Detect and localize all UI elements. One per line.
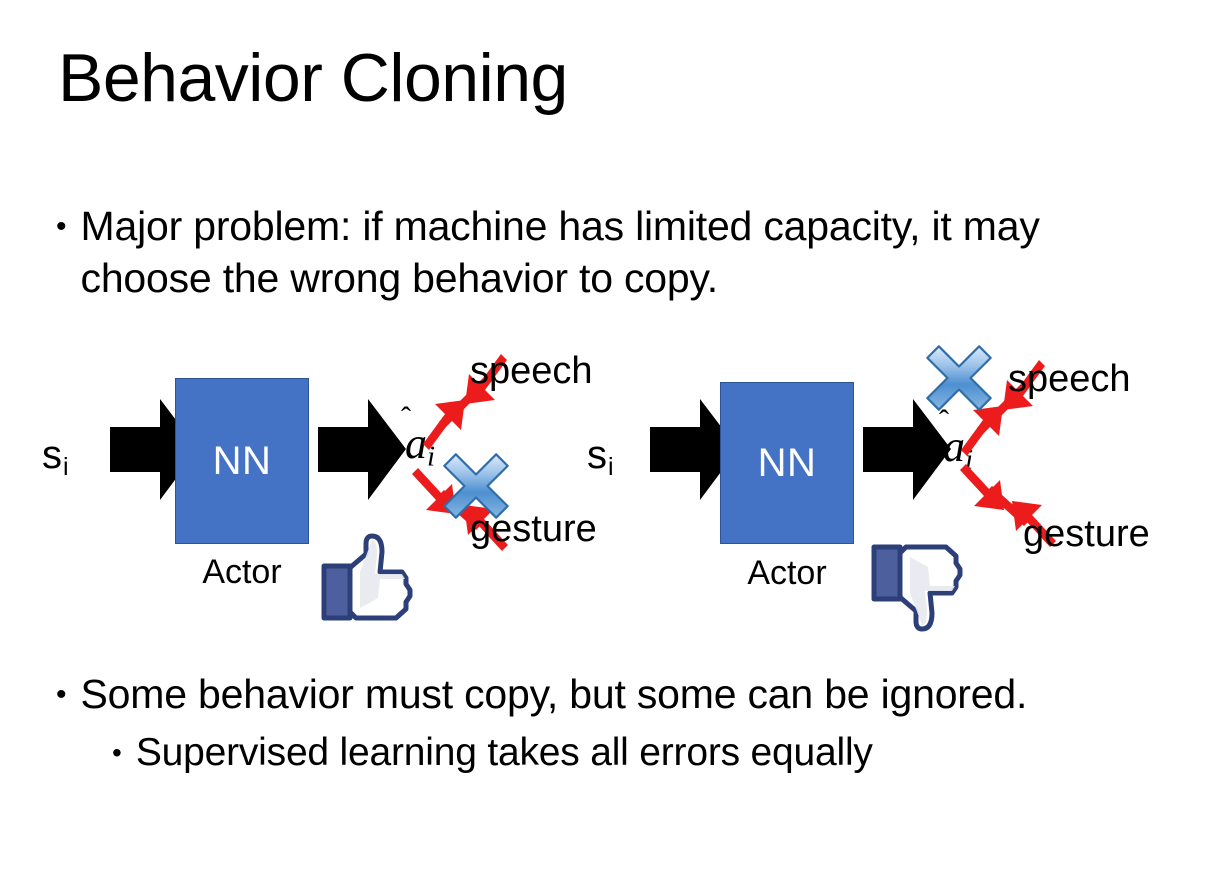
output-label-speech-right: speech — [1008, 358, 1131, 400]
red-double-arrow-gesture-right — [958, 458, 1058, 553]
action-label-base: a — [405, 419, 427, 468]
state-label-base: s — [42, 433, 62, 477]
state-label-base: s — [587, 433, 607, 477]
cross-out-x-icon-left — [440, 450, 512, 522]
cross-out-x-icon-right — [923, 342, 995, 414]
action-label-right: ̂ ai — [943, 425, 973, 475]
input-block-arrow-right — [650, 397, 738, 502]
page-title: Behavior Cloning — [58, 40, 568, 116]
thumbs-up-icon-left — [320, 530, 420, 630]
output-label-gesture-right: gesture — [1023, 513, 1150, 555]
state-label-subscript: i — [63, 453, 69, 481]
diagram-left-good-case: si NN Actor ̂ ai speech — [20, 340, 620, 640]
red-double-arrow-speech-left — [415, 352, 515, 452]
output-label-gesture-left: gesture — [470, 508, 597, 550]
state-label-right: si — [587, 435, 614, 480]
nn-box-left: NN — [175, 378, 309, 544]
bullet-item-supervised-learning: • Supervised learning takes all errors e… — [112, 728, 1172, 778]
diagram-right-bad-case: si NN Actor ̂ ai — [565, 340, 1205, 640]
action-label-left: ̂ ai — [405, 422, 435, 472]
bullet-text: Supervised learning takes all errors equ… — [135, 731, 873, 774]
output-label-speech-left: speech — [470, 350, 593, 392]
nn-box-label: NN — [757, 441, 817, 485]
action-label-subscript: i — [427, 440, 436, 473]
bullet-marker-icon: • — [112, 737, 122, 768]
bullet-text: Major problem: if machine has limited ca… — [80, 203, 1040, 302]
action-label-base: a — [943, 422, 965, 471]
nn-box-right: NN — [720, 382, 854, 544]
state-label-left: si — [42, 435, 69, 480]
red-double-arrow-speech-right — [953, 358, 1053, 458]
bullet-text: Some behavior must copy, but some can be… — [80, 671, 1028, 717]
bullet-item-some-behavior: • Some behavior must copy, but some can … — [56, 668, 1166, 720]
bullet-marker-icon: • — [56, 210, 67, 243]
bullet-item-major-problem: • Major problem: if machine has limited … — [56, 200, 1116, 305]
state-label-subscript: i — [608, 453, 614, 481]
bullet-marker-icon: • — [56, 678, 67, 711]
action-label-subscript: i — [965, 443, 974, 476]
nn-box-label: NN — [212, 439, 272, 483]
actor-label-left: Actor — [202, 553, 282, 591]
actor-label-right: Actor — [747, 554, 827, 592]
output-block-arrow-right — [863, 397, 951, 502]
output-block-arrow-left — [318, 397, 406, 502]
thumbs-down-icon-right — [870, 525, 970, 635]
